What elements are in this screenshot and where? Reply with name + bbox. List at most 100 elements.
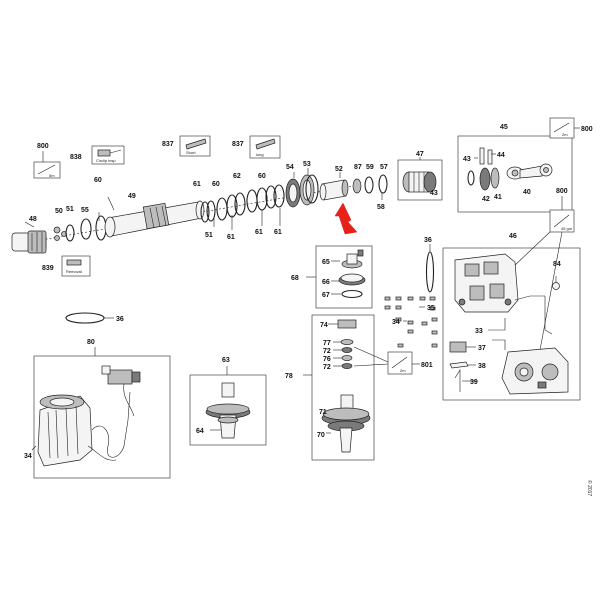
label-47: 47 xyxy=(416,151,424,158)
label-71: 71 xyxy=(319,409,327,416)
motor-housing xyxy=(501,347,569,395)
label-33: 33 xyxy=(475,328,483,335)
label-70: 70 xyxy=(317,432,325,439)
label-67: 67 xyxy=(322,292,330,299)
tool-839: Removal xyxy=(61,255,91,277)
label-43b: 43 xyxy=(463,156,471,163)
svg-text:Circlip insp: Circlip insp xyxy=(96,158,116,163)
label-41: 41 xyxy=(494,194,502,201)
label-77: 77 xyxy=(323,340,331,347)
highlight-arrow xyxy=(334,202,358,235)
gear-part-65 xyxy=(341,249,364,269)
ring-part-61 xyxy=(200,201,210,223)
shaft-box-78 xyxy=(303,314,375,461)
label-837b: 837 xyxy=(232,141,244,148)
label-65: 65 xyxy=(322,259,330,266)
tool-838: Circlip insp xyxy=(91,145,125,165)
svg-text:5m: 5m xyxy=(49,173,55,178)
label-62: 62 xyxy=(233,173,241,180)
ring-part-60 xyxy=(95,215,107,241)
label-34b: 34 xyxy=(24,453,32,460)
label-37: 37 xyxy=(478,345,486,352)
ring-part-62 xyxy=(234,192,246,216)
small-parts-33-39 xyxy=(384,296,506,392)
spindle-tube-part-49 xyxy=(104,200,205,238)
svg-text:2m: 2m xyxy=(400,368,406,373)
label-38: 38 xyxy=(478,363,486,370)
label-72b: 72 xyxy=(323,364,331,371)
label-39: 39 xyxy=(470,379,478,386)
label-58: 58 xyxy=(377,204,385,211)
label-837a: 837 xyxy=(162,141,174,148)
ring-part-55 xyxy=(80,218,92,240)
part-87 xyxy=(352,178,362,194)
label-46: 46 xyxy=(509,233,517,240)
label-801: 801 xyxy=(421,362,433,369)
svg-text:Removal: Removal xyxy=(66,269,82,274)
ring-part-36-right xyxy=(425,251,435,293)
part-84 xyxy=(552,282,560,290)
gear-part-63 xyxy=(205,382,251,439)
tool-837-long: long xyxy=(249,135,281,159)
gear-box-68 xyxy=(306,245,373,309)
motor-stator xyxy=(37,394,93,467)
label-64: 64 xyxy=(196,428,204,435)
wiring-harness xyxy=(91,391,131,458)
label-49: 49 xyxy=(128,193,136,200)
label-68: 68 xyxy=(291,275,299,282)
ring-part-51 xyxy=(65,224,75,242)
ring-part-36-left xyxy=(65,312,105,324)
part-37 xyxy=(449,341,467,353)
gearbox-housing xyxy=(454,253,519,313)
label-48: 48 xyxy=(29,216,37,223)
screws xyxy=(384,296,438,348)
tool-801: 2m xyxy=(353,346,420,375)
label-57: 57 xyxy=(380,164,388,171)
ring-part-60c xyxy=(256,187,268,211)
output-shaft-part-70 xyxy=(321,394,371,453)
label-87: 87 xyxy=(354,164,362,171)
label-80: 80 xyxy=(87,339,95,346)
bearing-part-54 xyxy=(285,178,301,208)
label-61a: 61 xyxy=(193,181,201,188)
label-84: 84 xyxy=(553,261,561,268)
label-43a: 43 xyxy=(430,190,438,197)
ring-part-60b xyxy=(216,197,228,221)
label-60a: 60 xyxy=(94,177,102,184)
svg-text:2m: 2m xyxy=(562,132,568,137)
svg-text:Short: Short xyxy=(186,150,196,155)
side-copyright-text: © 2017 xyxy=(586,480,593,496)
label-35: 35 xyxy=(427,305,435,312)
motor-box-80 xyxy=(31,347,171,479)
subassembly-box-45: 2m xyxy=(457,117,580,213)
label-51b: 51 xyxy=(205,232,213,239)
label-53: 53 xyxy=(303,161,311,168)
label-45: 45 xyxy=(500,124,508,131)
connecting-rod-part-40 xyxy=(506,163,553,180)
label-800c: 800 xyxy=(556,188,568,195)
label-50: 50 xyxy=(55,208,63,215)
ring-part-59 xyxy=(364,176,374,194)
label-61d: 61 xyxy=(274,229,282,236)
label-61b: 61 xyxy=(227,234,235,241)
label-44: 44 xyxy=(497,152,505,159)
ring-part-42 xyxy=(479,167,491,191)
label-78: 78 xyxy=(285,373,293,380)
label-838: 838 xyxy=(70,154,82,161)
switch-part xyxy=(101,365,141,385)
ring-part-57 xyxy=(378,174,388,194)
label-800b: 800 xyxy=(581,126,593,133)
part-number-labels: 800 838 837 837 49 48 50 51 55 60 839 61… xyxy=(24,124,593,460)
label-52: 52 xyxy=(335,166,343,173)
ball-part-50 xyxy=(53,226,61,234)
gear-part-66 xyxy=(338,273,366,286)
label-51a: 51 xyxy=(66,206,74,213)
part-38 xyxy=(449,361,469,369)
label-66: 66 xyxy=(322,279,330,286)
label-72a: 72 xyxy=(323,348,331,355)
label-59: 59 xyxy=(366,164,374,171)
washer-part-67 xyxy=(341,289,363,299)
part-39 xyxy=(454,368,461,392)
label-63: 63 xyxy=(222,357,230,364)
